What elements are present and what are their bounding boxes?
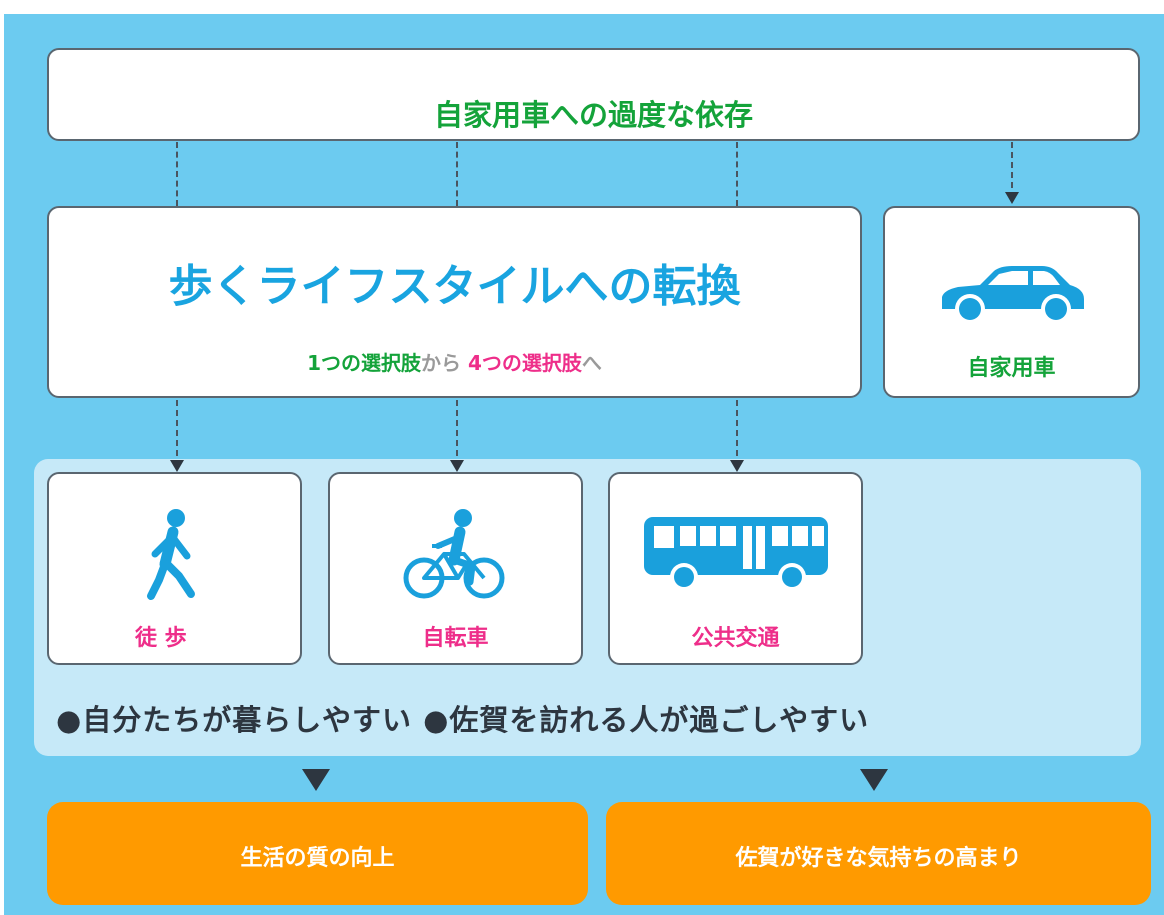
arrow-down-icon: [302, 769, 330, 791]
benefits-text: ●自分たちが暮らしやすい ●佐賀を訪れる人が過ごしやすい: [56, 703, 870, 737]
walking-person-icon: [147, 509, 195, 600]
top-box: [47, 48, 1140, 141]
mode-label-bus: 公共交通: [691, 626, 780, 651]
top-box-title: 自家用車への過度な依存: [433, 98, 753, 132]
arrow-down-icon: [730, 460, 744, 472]
arrow-down-icon: [1005, 192, 1019, 204]
mode-label-bike: 自転車: [422, 626, 489, 651]
outcome-box-1: [47, 802, 588, 905]
arrow-down-icon: [170, 460, 184, 472]
transition-title: 歩くライフスタイルへの転換: [168, 261, 741, 312]
outcome-label-1: 生活の質の向上: [240, 846, 395, 871]
subtitle-part-4: へ: [581, 351, 602, 375]
subtitle-part-2: から: [421, 351, 462, 375]
arrow-down-icon: [450, 460, 464, 472]
arrow-down-icon: [860, 769, 888, 791]
car-icon: [942, 266, 1084, 324]
connector-line-car: [1011, 142, 1013, 188]
transition-box: [47, 206, 862, 398]
bus-icon: [644, 517, 828, 591]
connector-bike: [456, 400, 458, 456]
outcome-box-2: [606, 802, 1151, 905]
outcome-label-2: 佐賀が好きな気持ちの高まり: [735, 846, 1022, 871]
connector-bus: [736, 400, 738, 456]
connector-line-3: [736, 142, 738, 206]
bicycle-rider-icon: [403, 509, 505, 599]
transition-subtitle: 1つの選択肢から 4つの選択肢へ: [47, 347, 862, 376]
subtitle-part-3: 4つの選択肢: [467, 351, 582, 375]
mode-card-bike: [328, 472, 583, 665]
connector-walk: [176, 400, 178, 456]
mode-label-walk: 徒 歩: [135, 626, 187, 651]
subtitle-part-1: 1つの選択肢: [307, 351, 422, 375]
connector-line-2: [456, 142, 458, 206]
connector-line-1: [176, 142, 178, 206]
car-label: 自家用車: [967, 356, 1056, 381]
